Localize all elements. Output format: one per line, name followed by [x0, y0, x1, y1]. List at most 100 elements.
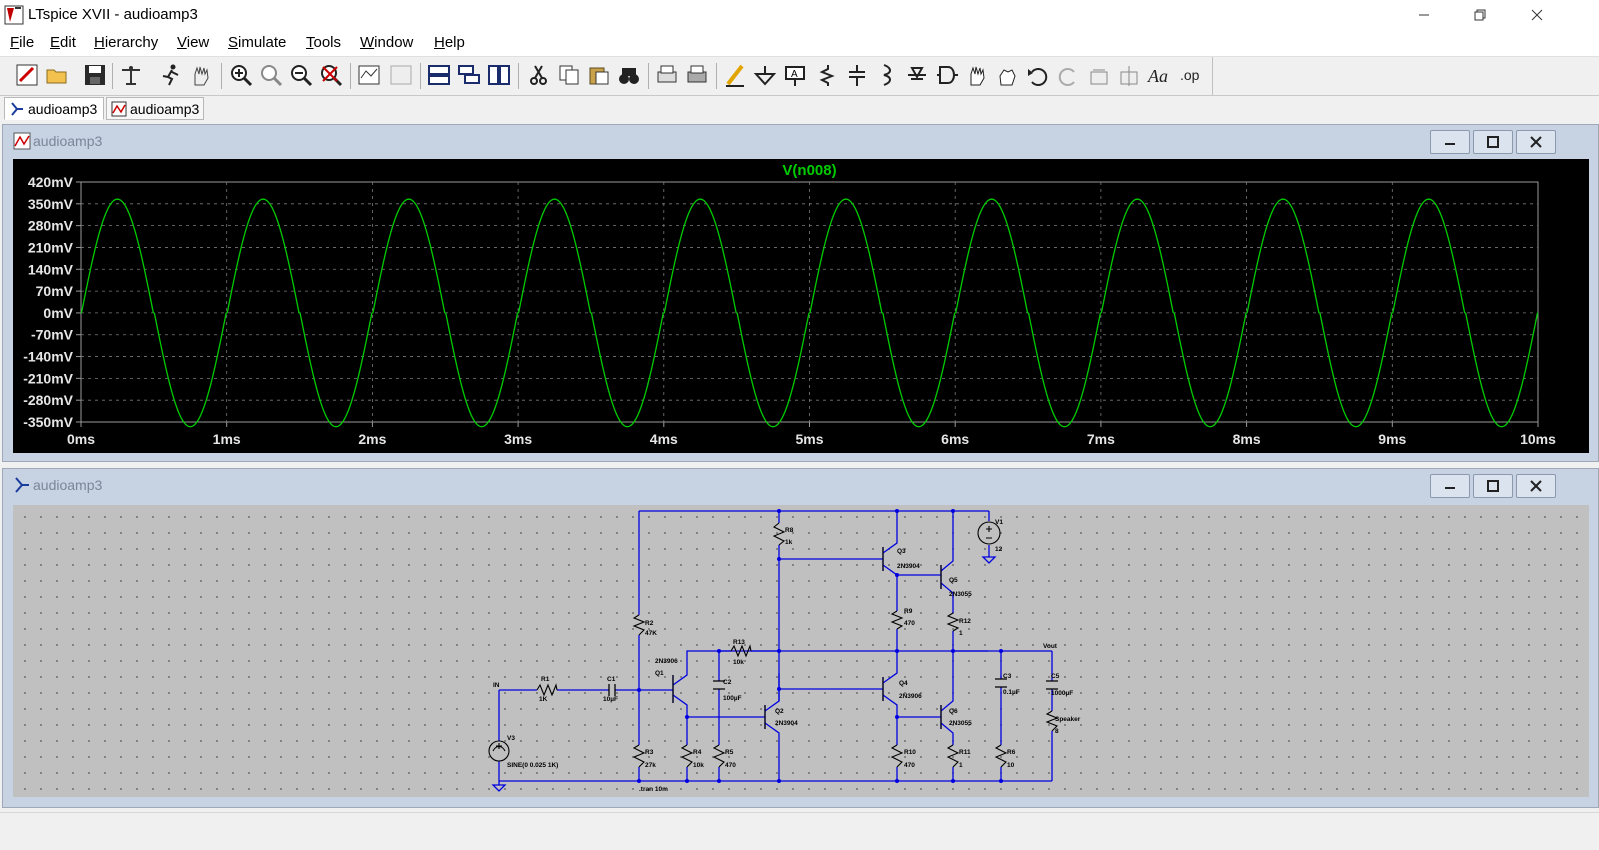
copy-icon[interactable]	[559, 65, 579, 85]
wires	[498, 510, 1053, 782]
label-net-icon[interactable]: A	[785, 66, 805, 86]
r9-label: R9	[904, 608, 913, 615]
net-label-in: IN	[493, 682, 500, 689]
r2-value: 47K	[645, 630, 657, 637]
menu-help[interactable]: Help	[434, 34, 465, 51]
document-tabs: audioamp3 audioamp3	[0, 96, 1599, 120]
q1-value: 2N3906	[655, 658, 678, 665]
x-tick-label: 1ms	[213, 431, 241, 447]
menu-bar: File Edit Hierarchy View Simulate Tools Window…	[0, 30, 1599, 57]
drag-icon[interactable]	[999, 69, 1016, 86]
minimize-button[interactable]	[1430, 474, 1470, 498]
component-labels: IN Vout .tran 10m R1 1K C1 10µF R2 47K R…	[493, 519, 1081, 793]
grid-icon[interactable]	[390, 65, 412, 85]
title-bar: LTspice XVII - audioamp3	[0, 0, 1599, 30]
c2-value: 100µF	[723, 695, 742, 702]
ground-icon[interactable]	[753, 66, 777, 86]
draw-wire-icon[interactable]	[726, 64, 744, 87]
new-schematic-icon[interactable]	[16, 64, 38, 86]
zoom-pan-icon[interactable]	[261, 65, 283, 87]
x-tick-label: 0ms	[67, 431, 95, 447]
print-icon[interactable]	[687, 65, 707, 83]
window-title: audioamp3	[33, 133, 103, 149]
paste-icon[interactable]	[589, 67, 609, 85]
r4-label: R4	[693, 749, 702, 756]
minimize-button[interactable]	[1430, 130, 1470, 154]
svg-text:.op: .op	[1180, 67, 1200, 83]
junctions	[637, 509, 1003, 783]
minimize-button[interactable]	[1401, 0, 1447, 30]
redo-icon[interactable]	[1058, 68, 1075, 86]
r13-label: R13	[733, 639, 745, 646]
q3-label: Q3	[897, 548, 906, 555]
tab-waveform[interactable]: audioamp3	[106, 97, 204, 120]
r1-value: 1K	[539, 696, 548, 703]
autorange-icon[interactable]	[358, 65, 380, 85]
maximize-icon	[1487, 136, 1499, 148]
y-tick-label: 280mV	[28, 218, 74, 234]
menu-window[interactable]: Window	[360, 34, 414, 51]
r3-value: 27k	[645, 762, 656, 769]
inductor-icon[interactable]	[883, 64, 891, 86]
cascade-icon[interactable]	[458, 65, 480, 84]
close-button[interactable]	[1514, 0, 1560, 30]
move-icon[interactable]	[970, 66, 985, 86]
tran-directive[interactable]: .tran 10m	[639, 786, 668, 793]
tile-vertical-icon[interactable]	[488, 65, 510, 85]
tile-horizontal-icon[interactable]	[428, 65, 450, 85]
halt-icon[interactable]	[194, 66, 209, 86]
window-title: LTspice XVII - audioamp3	[28, 6, 198, 23]
maximize-button[interactable]	[1473, 474, 1513, 498]
r12-label: R12	[959, 618, 971, 625]
close-button[interactable]	[1516, 474, 1556, 498]
cut-icon[interactable]	[530, 65, 547, 85]
text-icon[interactable]: Aa	[1147, 66, 1168, 86]
menu-simulate[interactable]: Simulate	[228, 34, 287, 51]
zoom-in-icon[interactable]	[231, 65, 253, 87]
component-icon[interactable]	[937, 66, 958, 84]
open-icon[interactable]	[46, 69, 67, 84]
r11-value: 1	[959, 762, 963, 769]
svg-text:A: A	[791, 69, 798, 80]
menu-hierarchy[interactable]: Hierarchy	[94, 34, 159, 51]
capacitor-icon[interactable]	[849, 65, 865, 86]
control-panel-icon[interactable]	[122, 66, 140, 85]
find-icon[interactable]	[619, 68, 639, 84]
schematic-canvas[interactable]: IN Vout .tran 10m R1 1K C1 10µF R2 47K R…	[13, 505, 1589, 797]
print-preview-icon[interactable]	[657, 65, 677, 83]
y-tick-label: -70mV	[31, 327, 74, 343]
menu-file[interactable]: File	[10, 34, 35, 51]
v3-label: V3	[507, 735, 515, 742]
menu-view[interactable]: View	[177, 34, 210, 51]
y-tick-label: -140mV	[23, 349, 73, 365]
resistor-icon[interactable]	[819, 65, 835, 86]
r6-label: R6	[1007, 749, 1016, 756]
restore-button[interactable]	[1457, 0, 1503, 30]
menu-tools[interactable]: Tools	[306, 34, 342, 51]
close-button[interactable]	[1516, 130, 1556, 154]
tab-schematic[interactable]: audioamp3	[4, 97, 104, 120]
q2-label: Q2	[775, 708, 784, 715]
rotate-icon[interactable]	[1090, 69, 1108, 85]
maximize-button[interactable]	[1473, 130, 1513, 154]
diode-icon[interactable]	[908, 67, 926, 80]
zoom-fit-icon[interactable]	[321, 65, 343, 87]
undo-icon[interactable]	[1028, 68, 1048, 86]
c1-value: 10µF	[603, 696, 618, 703]
svg-text:Aa: Aa	[1147, 66, 1168, 86]
run-icon[interactable]	[162, 64, 179, 86]
x-tick-label: 3ms	[504, 431, 532, 447]
spice-directive-icon[interactable]: .op	[1180, 67, 1200, 83]
q6-value: 2N3055	[949, 720, 972, 727]
mirror-icon[interactable]	[1120, 66, 1138, 86]
waveform-chart[interactable]: 420mV350mV280mV210mV140mV70mV0mV-70mV-14…	[13, 159, 1589, 453]
zoom-out-icon[interactable]	[291, 65, 313, 87]
transistors	[672, 547, 942, 729]
y-tick-label: 420mV	[28, 174, 74, 190]
menu-edit[interactable]: Edit	[50, 34, 76, 51]
schematic-drawing[interactable]: IN Vout .tran 10m R1 1K C1 10µF R2 47K R…	[13, 505, 1589, 797]
r5-value: 470	[725, 762, 736, 769]
toolbar-icons: A Aa .op	[16, 57, 1213, 95]
save-icon[interactable]	[85, 65, 105, 85]
